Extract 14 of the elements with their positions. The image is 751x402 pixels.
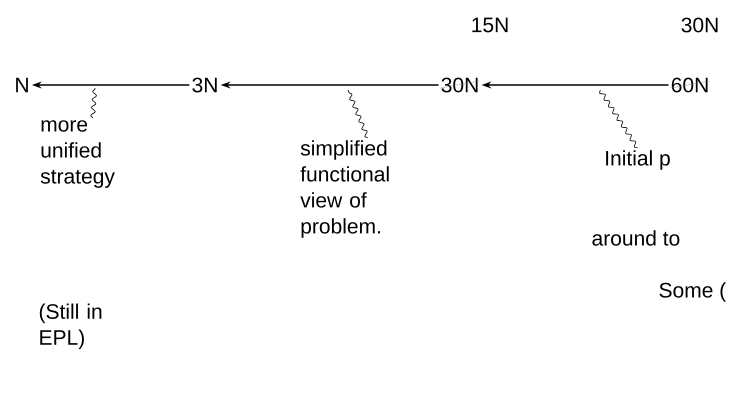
note-text: around to xyxy=(592,230,680,246)
note-text: (Still in EPL) xyxy=(40,304,102,350)
value-text: N xyxy=(16,78,28,92)
annotation-text: simplified functional view of problem. xyxy=(300,140,389,238)
correction-text: 30N xyxy=(682,18,718,32)
leader-line xyxy=(348,90,368,138)
struck-value: 60N xyxy=(670,78,710,92)
annotation-text: Initial p xyxy=(606,150,670,170)
annotation-text: more unified strategy xyxy=(40,120,115,188)
value-text: 3N xyxy=(192,78,217,92)
correction-text: 15N xyxy=(472,18,508,32)
leader-line xyxy=(90,88,97,118)
note-text: Some ( xyxy=(660,282,726,302)
struck-value: 30N xyxy=(440,78,480,92)
